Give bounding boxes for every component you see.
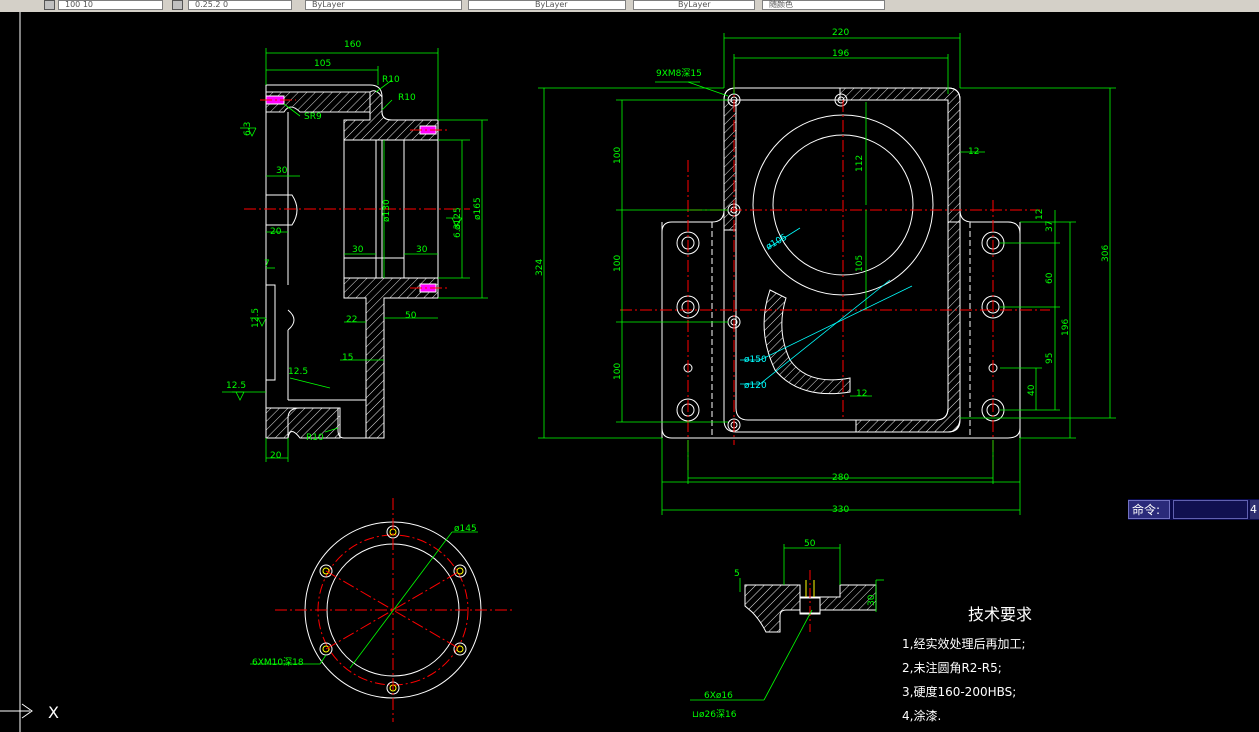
dim-95: 95 <box>1045 353 1055 364</box>
dim-6xm10: 6XM10深18 <box>252 657 304 668</box>
plot-style-dropdown[interactable]: 随颜色 <box>762 0 885 10</box>
note-item-4: 4,涂漆. <box>902 708 941 723</box>
dim-12-5-a: 12.5 <box>226 381 246 391</box>
dim-160: 160 <box>344 40 361 50</box>
linetype-dropdown[interactable]: ByLayer <box>305 0 462 10</box>
side-view-centerlines <box>244 99 470 289</box>
side-view-dimensions <box>222 48 488 462</box>
dim-100-b: 100 <box>613 255 623 272</box>
detail-dim-labels: 50 5 30 6Xø16 ⊔ø26深16 <box>692 539 877 720</box>
dim-6x16: 6Xø16 <box>704 691 733 701</box>
dim-sr9: SR9 <box>304 112 322 122</box>
dim-12-b: 12 <box>1035 209 1045 220</box>
color-dropdown[interactable]: ByLayer <box>633 0 755 10</box>
dim-12-5-b: 12.5 <box>288 367 308 377</box>
command-scroll-button[interactable]: 4 <box>1250 500 1259 519</box>
dim-105: 105 <box>314 59 331 69</box>
dim-100-a: 100 <box>613 147 623 164</box>
style-dropdown[interactable]: 0.25.2 0 <box>188 0 292 10</box>
dim-12-a: 12 <box>968 147 979 157</box>
layer-properties-icon[interactable] <box>172 0 183 10</box>
flange-dim-labels: ø145 6XM10深18 <box>252 524 477 668</box>
dim-20-b: 20 <box>270 451 282 461</box>
dim-r10-bottom: R10 <box>306 433 324 443</box>
dim-5-detail: 5 <box>734 569 740 579</box>
layer-dropdown[interactable]: 100 10 <box>58 0 163 10</box>
front-view <box>661 87 1021 439</box>
flange-hole-3 <box>453 642 467 656</box>
dim-9xm8: 9XM8深15 <box>656 68 702 79</box>
dim-306: 306 <box>1101 245 1111 262</box>
dim-phi145: ø145 <box>454 524 477 534</box>
dim-phi125: ø125 <box>453 207 463 230</box>
dim-100-c: 100 <box>613 363 623 380</box>
dim-12-5-c: 12.5 <box>251 308 261 328</box>
dim-22: 22 <box>346 315 357 325</box>
layer-manager-icon[interactable] <box>44 0 55 10</box>
dim-324: 324 <box>535 259 545 276</box>
detail-dimensions <box>690 544 884 701</box>
dim-7: 7 <box>264 259 270 269</box>
dim-50: 50 <box>405 311 417 321</box>
note-item-3: 3,硬度160-200HBS; <box>902 684 1016 699</box>
properties-toolbar: 100 10 0.25.2 0 ByLayer ByLayer ByLayer … <box>0 0 1259 13</box>
dim-196: 196 <box>832 49 849 59</box>
dim-20-a: 20 <box>270 227 282 237</box>
dim-30-c: 30 <box>416 245 428 255</box>
dim-112: 112 <box>855 155 865 172</box>
dim-r10-mid: R10 <box>398 93 416 103</box>
dim-30-detail: 30 <box>867 594 877 606</box>
dim-60: 60 <box>1045 272 1055 284</box>
flange-leaders <box>250 531 478 669</box>
dim-37: 37 <box>1045 221 1055 232</box>
command-input[interactable] <box>1173 500 1248 519</box>
ucs-icon <box>0 703 33 719</box>
side-section-view <box>265 84 439 439</box>
dim-40: 40 <box>1027 384 1037 396</box>
ucs-x-label: X <box>48 703 59 722</box>
dim-counterbore: ⊔ø26深16 <box>692 709 737 720</box>
roughness-6-3-b: 6.3 <box>453 224 463 238</box>
dim-280: 280 <box>832 473 849 483</box>
note-item-2: 2,未注圆角R2-R5; <box>902 660 1002 675</box>
flange-hole-2 <box>453 564 467 578</box>
dim-105: 105 <box>855 255 865 272</box>
dim-50-detail: 50 <box>804 539 816 549</box>
dim-r10-top: R10 <box>382 75 400 85</box>
dim-30-b: 30 <box>352 245 364 255</box>
front-view-leaders <box>740 227 913 385</box>
command-label: 命令: <box>1128 500 1170 519</box>
dim-196-v: 196 <box>1061 319 1071 336</box>
front-view-centerlines <box>620 80 1050 470</box>
dim-12-c: 12 <box>856 389 867 399</box>
dim-220: 220 <box>832 28 849 38</box>
dim-phi120: ø120 <box>744 381 767 391</box>
lineweight-dropdown[interactable]: ByLayer <box>468 0 626 10</box>
roughness-6-3-a: 6.3 <box>243 122 253 136</box>
notes-title: 技术要求 <box>968 605 1032 624</box>
dim-phi105: ø105 <box>765 233 790 253</box>
command-line[interactable]: 命令: 4 <box>1128 499 1259 520</box>
front-view-dimensions <box>538 33 1116 515</box>
technical-notes: 技术要求 1,经实效处理后再加工; 2,未注圆角R2-R5; 3,硬度160-2… <box>902 605 1032 723</box>
dim-15: 15 <box>342 353 353 363</box>
dim-330: 330 <box>832 505 849 515</box>
dim-phi165: ø165 <box>473 197 483 220</box>
drawing-canvas[interactable]: 160 105 R10 R10 SR9 30 20 7 12.5 12.5 30… <box>0 12 1259 732</box>
side-view-dim-labels: 160 105 R10 R10 SR9 30 20 7 12.5 12.5 30… <box>226 40 483 461</box>
front-view-dim-labels: 220 196 9XM8深15 12 12 280 330 100 100 10… <box>535 28 1111 515</box>
dim-phi130: ø130 <box>382 199 392 222</box>
m8-hole-2 <box>834 93 848 107</box>
dim-phi150: ø150 <box>744 355 767 365</box>
note-item-1: 1,经实效处理后再加工; <box>902 636 1026 651</box>
dim-30-a: 30 <box>276 166 288 176</box>
flange-hole-6 <box>319 564 333 578</box>
